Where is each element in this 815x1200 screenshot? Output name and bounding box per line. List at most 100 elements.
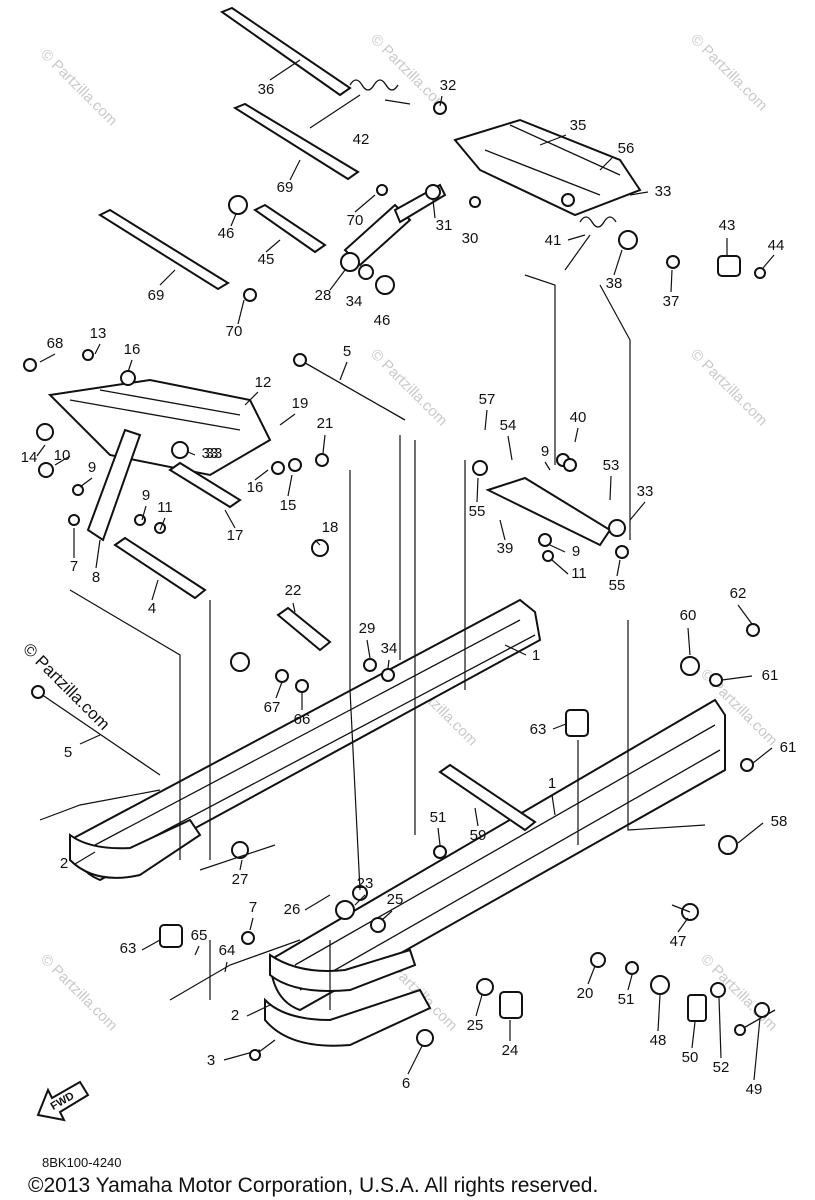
callout-label: 38 bbox=[606, 275, 623, 292]
callout-label: 15 bbox=[280, 497, 297, 514]
callout-label: 17 bbox=[227, 527, 244, 544]
bolt-5-upper bbox=[293, 353, 406, 421]
callout-label: 16 bbox=[247, 479, 264, 496]
rail-assembly-right bbox=[264, 698, 726, 1047]
callout-label: 25 bbox=[387, 891, 404, 908]
callout-leaders bbox=[36, 59, 775, 1081]
callout-label: 61 bbox=[762, 667, 779, 684]
callout-label: 29 bbox=[359, 620, 376, 637]
callout-label: 37 bbox=[663, 293, 680, 310]
callout-label: 39 bbox=[497, 540, 514, 557]
callout-label: 33 bbox=[655, 183, 672, 200]
callout-label: 69 bbox=[148, 287, 165, 304]
callout-label: 51 bbox=[618, 991, 635, 1008]
callout-label: 50 bbox=[682, 1049, 699, 1066]
callout-label: 28 bbox=[315, 287, 332, 304]
callout-label: 70 bbox=[226, 323, 243, 340]
callout-label: 7 bbox=[249, 899, 257, 916]
callout-label: 52 bbox=[713, 1059, 730, 1076]
callout-label: 64 bbox=[219, 942, 236, 959]
copyright-notice: ©2013 Yamaha Motor Corporation, U.S.A. A… bbox=[28, 1174, 598, 1197]
callout-label: 23 bbox=[357, 875, 374, 892]
shaft-69-lower bbox=[97, 208, 230, 291]
callout-label: 34 bbox=[381, 640, 398, 657]
callout-label: 14 bbox=[21, 449, 38, 466]
sleeve-22 bbox=[276, 606, 332, 652]
fwd-arrow-icon: FWD bbox=[36, 1080, 90, 1122]
watermark-side: © Partzilla.com bbox=[19, 639, 113, 733]
link-8 bbox=[86, 428, 142, 542]
bolt-49 bbox=[734, 1009, 776, 1036]
callout-label: 1 bbox=[548, 775, 556, 792]
rail-assembly-left bbox=[68, 598, 542, 882]
callout-label: 33 bbox=[202, 445, 219, 462]
callout-label: 36 bbox=[258, 81, 275, 98]
callout-label: 25 bbox=[467, 1017, 484, 1034]
callout-label: 9 bbox=[142, 487, 150, 504]
callout-label: 47 bbox=[670, 933, 687, 950]
callout-label: 61 bbox=[780, 739, 797, 756]
callout-label: 33 bbox=[637, 483, 654, 500]
callout-label: 70 bbox=[347, 212, 364, 229]
diagram-code: 8BK100-4240 bbox=[42, 1155, 122, 1170]
hardware-middle bbox=[23, 349, 770, 1018]
callout-label: 2 bbox=[60, 855, 68, 872]
callout-label: 63 bbox=[120, 940, 137, 957]
callout-label: 22 bbox=[285, 582, 302, 599]
callout-label: 55 bbox=[609, 577, 626, 594]
watermark: © Partzilla.com bbox=[687, 31, 770, 114]
front-arm-35 bbox=[453, 118, 642, 217]
callout-label: 9 bbox=[88, 459, 96, 476]
callout-label: 18 bbox=[322, 519, 339, 536]
callout-label: 44 bbox=[768, 237, 785, 254]
bolt-5-lower bbox=[31, 685, 161, 776]
callout-label: 12 bbox=[255, 374, 272, 391]
callout-label: 9 bbox=[572, 543, 580, 560]
callout-label: 26 bbox=[284, 901, 301, 918]
watermark: © Partzilla.com bbox=[367, 346, 450, 429]
callout-label: 53 bbox=[603, 457, 620, 474]
shaft-4 bbox=[113, 536, 207, 600]
screw-3 bbox=[249, 1039, 276, 1061]
callout-label: 13 bbox=[90, 325, 107, 342]
callout-label: 31 bbox=[436, 217, 453, 234]
callout-label: 45 bbox=[258, 251, 275, 268]
callout-label: 34 bbox=[346, 293, 363, 310]
shaft-69-upper bbox=[232, 102, 360, 181]
shaft-36 bbox=[219, 6, 352, 97]
callout-label: 2 bbox=[231, 1007, 239, 1024]
callout-label: 48 bbox=[650, 1032, 667, 1049]
watermark: © Partzilla.com bbox=[37, 46, 120, 129]
callout-label: 69 bbox=[277, 179, 294, 196]
pivot-parts-lower bbox=[159, 841, 726, 1047]
callout-label: 33 bbox=[206, 445, 223, 462]
watermark: © Partzilla.com bbox=[697, 951, 780, 1034]
assembly-lines bbox=[39, 274, 706, 1010]
callout-label: 41 bbox=[545, 232, 562, 249]
callout-label: 6 bbox=[402, 1075, 410, 1092]
callout-label: 68 bbox=[47, 335, 64, 352]
callout-label: 66 bbox=[294, 711, 311, 728]
callout-label: 42 bbox=[353, 131, 370, 148]
callout-label: 65 bbox=[191, 927, 208, 944]
bolt-47 bbox=[671, 904, 691, 913]
shaft-17 bbox=[168, 461, 242, 509]
callout-label: 4 bbox=[148, 600, 156, 617]
callout-label: 43 bbox=[719, 217, 736, 234]
callout-label: 30 bbox=[462, 230, 479, 247]
callout-label: 5 bbox=[343, 343, 351, 360]
callout-label: 67 bbox=[264, 699, 281, 716]
callout-label: 54 bbox=[500, 417, 517, 434]
callout-label: 24 bbox=[502, 1042, 519, 1059]
watermark: © Partzilla.com bbox=[37, 951, 120, 1034]
callout-label: 20 bbox=[577, 985, 594, 1002]
callout-label: 3 bbox=[207, 1052, 215, 1069]
callout-label: 16 bbox=[124, 341, 141, 358]
spring-41 bbox=[564, 216, 617, 271]
watermark: © Partzilla.com bbox=[687, 346, 770, 429]
callout-label: 1 bbox=[532, 647, 540, 664]
callout-label: 60 bbox=[680, 607, 697, 624]
callout-label: 11 bbox=[157, 499, 173, 516]
callout-label: 27 bbox=[232, 871, 249, 888]
